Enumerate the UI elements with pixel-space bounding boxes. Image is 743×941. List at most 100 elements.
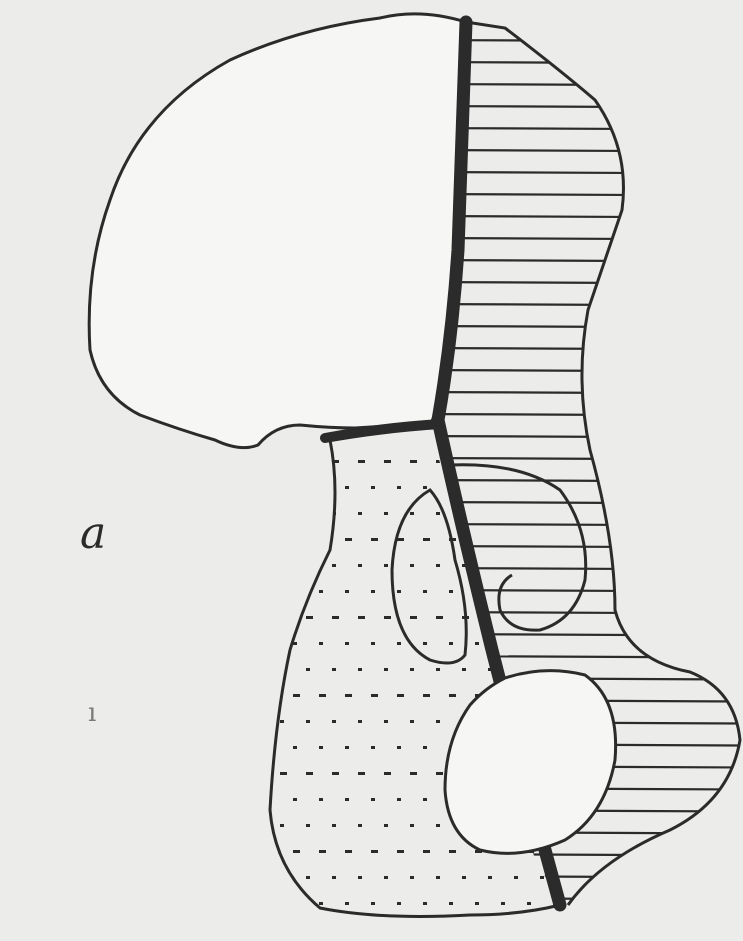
stipple-dot: [293, 538, 300, 541]
stipple-dot: [553, 538, 560, 541]
stipple-dot: [345, 850, 352, 853]
stipple-dot: [293, 590, 297, 593]
stipple-dot: [527, 538, 534, 541]
stipple-dot: [358, 512, 362, 515]
stipple-dot: [488, 512, 492, 515]
stipple-dot: [553, 850, 560, 853]
stipple-dot: [514, 876, 518, 879]
hatch-line: [420, 238, 743, 240]
stipple-dot: [514, 512, 518, 515]
hatch-line: [420, 260, 743, 262]
stipple-dot: [345, 694, 352, 697]
panel-label: a: [80, 508, 106, 559]
stipple-dot: [293, 850, 300, 853]
stipple-dot: [332, 668, 336, 671]
stipple-dot: [319, 746, 323, 749]
stipple-dot: [319, 642, 323, 645]
stipple-dot: [319, 902, 323, 905]
hatch-line: [420, 458, 743, 460]
stipple-dot: [371, 798, 375, 801]
hatch-line: [420, 150, 743, 152]
stipple-dot: [488, 460, 495, 463]
stipple-dot: [345, 746, 349, 749]
hatch-line: [420, 656, 743, 658]
stipple-dot: [423, 590, 427, 593]
stipple-dot: [384, 512, 388, 515]
stipple-dot: [501, 902, 505, 905]
stipple-dot: [293, 694, 300, 697]
stipple-dot: [397, 642, 401, 645]
stipple-dot: [384, 668, 388, 671]
hatch-line: [420, 612, 743, 614]
stipple-dot: [345, 590, 349, 593]
stipple-dot: [371, 538, 378, 541]
stipple-dot: [280, 824, 284, 827]
stipple-dot: [384, 460, 391, 463]
stipple-dot: [410, 668, 414, 671]
hatch-line: [420, 326, 743, 328]
stipple-dot: [410, 876, 414, 879]
stipple-dot: [475, 486, 479, 489]
stipple-dot: [397, 850, 404, 853]
stipple-dot: [306, 460, 313, 463]
stipple-dot: [423, 694, 430, 697]
stipple-dot: [306, 668, 310, 671]
stray-mark: ı: [88, 698, 96, 728]
stipple-dot: [319, 486, 323, 489]
stipple-dot: [345, 798, 349, 801]
stipple-dot: [306, 720, 310, 723]
stipple-dot: [358, 616, 365, 619]
stipple-dot: [358, 824, 362, 827]
stipple-dot: [384, 720, 388, 723]
stipple-dot: [423, 850, 430, 853]
stipple-dot: [384, 564, 388, 567]
stipple-dot: [280, 876, 284, 879]
stipple-dot: [371, 850, 378, 853]
stipple-dot: [449, 694, 456, 697]
hatch-line: [420, 216, 743, 218]
stipple-dot: [332, 564, 336, 567]
hatch-line: [420, 502, 743, 504]
stipple-dot: [436, 876, 440, 879]
stipple-dot: [540, 564, 544, 567]
stipple-dot: [345, 538, 352, 541]
stipple-dot: [306, 772, 313, 775]
stipple-dot: [293, 902, 297, 905]
stipple-dot: [371, 694, 378, 697]
stipple-dot: [514, 668, 518, 671]
stipple-dot: [462, 876, 466, 879]
hatch-line: [420, 304, 743, 306]
stipple-dot: [475, 642, 479, 645]
stipple-dot: [410, 616, 417, 619]
stipple-dot: [423, 486, 427, 489]
stipple-dot: [384, 772, 391, 775]
stipple-dot: [280, 460, 287, 463]
stipple-dot: [358, 564, 362, 567]
stipple-dot: [332, 616, 339, 619]
stipple-dot: [397, 746, 401, 749]
stipple-dot: [410, 512, 414, 515]
stipple-dot: [306, 876, 310, 879]
stipple-dot: [488, 564, 492, 567]
stipple-dot: [397, 538, 404, 541]
stipple-dot: [423, 798, 427, 801]
stipple-dot: [319, 850, 326, 853]
hatch-line: [420, 898, 743, 900]
stipple-dot: [306, 512, 310, 515]
stipple-dot: [423, 746, 427, 749]
hatch-line: [420, 282, 743, 284]
stipple-dot: [397, 798, 401, 801]
stipple-dot: [280, 564, 284, 567]
stipple-dot: [293, 798, 297, 801]
stipple-dot: [319, 694, 326, 697]
stipple-dot: [371, 642, 375, 645]
stipple-dot: [397, 694, 404, 697]
hatch-line: [420, 876, 743, 878]
stipple-dot: [449, 642, 453, 645]
stipple-dot: [319, 590, 323, 593]
stipple-dot: [540, 460, 547, 463]
stipple-dot: [410, 720, 414, 723]
stipple-dot: [436, 720, 440, 723]
stipple-dot: [501, 486, 505, 489]
